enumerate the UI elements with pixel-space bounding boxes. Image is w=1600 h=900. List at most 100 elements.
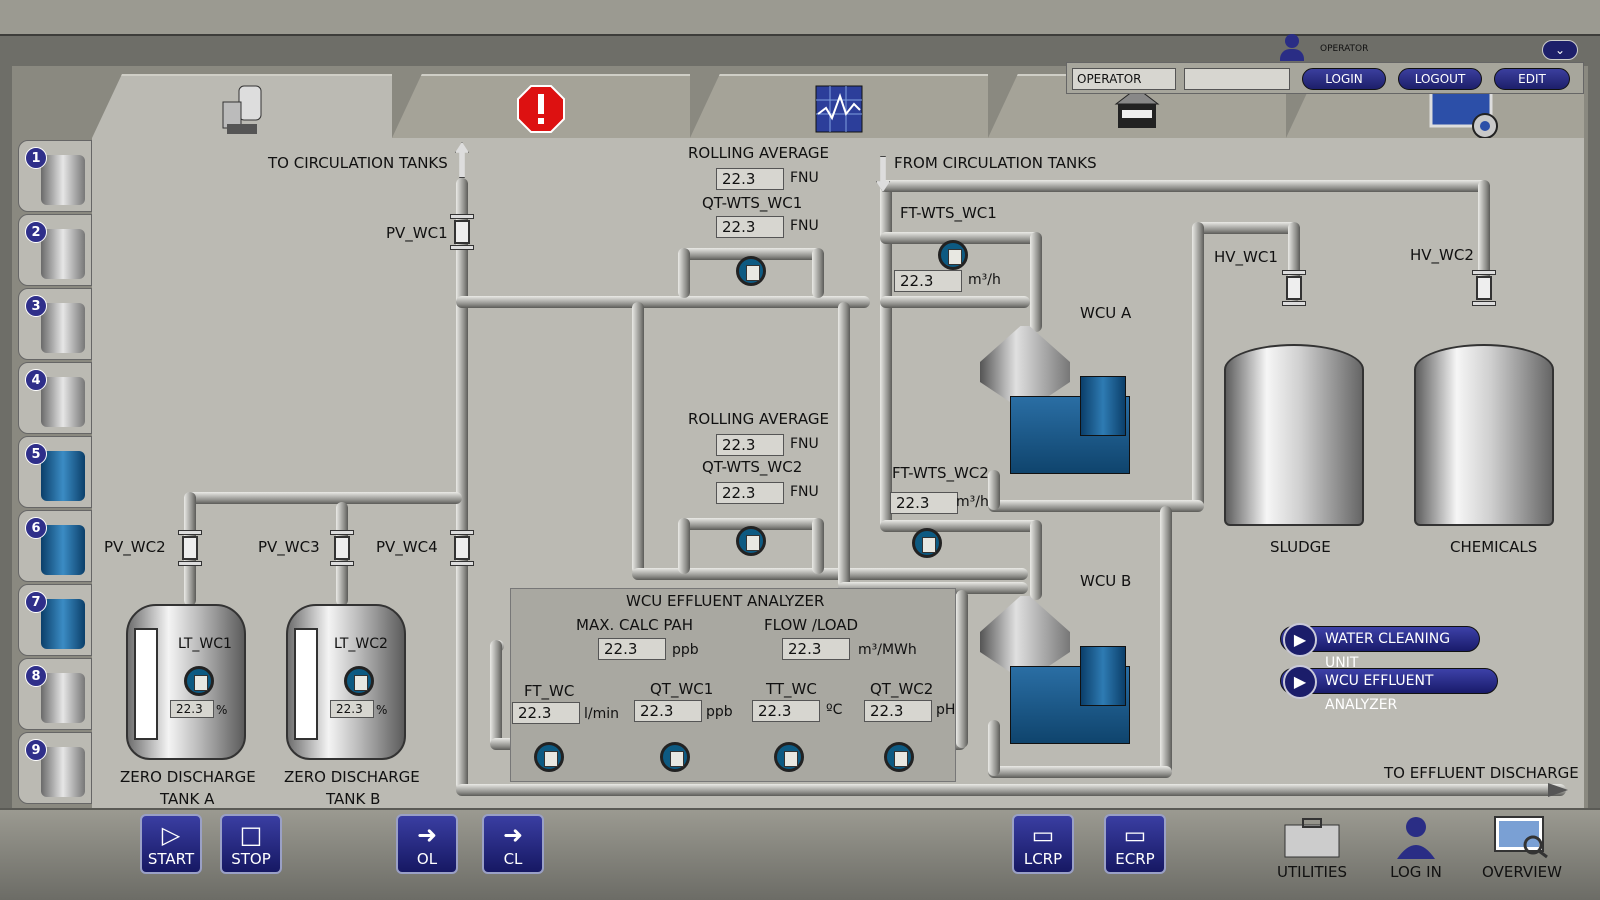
pipe: [838, 302, 850, 588]
to-circulation-label: TO CIRCULATION TANKS: [268, 154, 448, 172]
lt-wc2-label: LT_WC2: [334, 636, 388, 652]
from-circulation-label: FROM CIRCULATION TANKS: [894, 154, 1097, 172]
hv-wc1-valve-icon[interactable]: [1282, 270, 1306, 306]
water-cleaning-unit-button[interactable]: ▶ WATER CLEANING UNIT: [1280, 623, 1480, 671]
pipe: [456, 296, 870, 308]
cl-button[interactable]: ➜CL: [482, 814, 544, 874]
equipment-icon: [41, 229, 85, 279]
sidebar-item-number: 9: [25, 739, 47, 761]
qt-wc1-sensor-icon[interactable]: [660, 742, 690, 772]
sidebar-item-7[interactable]: 7: [18, 584, 92, 656]
start-button[interactable]: ▷START: [140, 814, 202, 874]
header-menu-toggle[interactable]: ⌄: [1542, 40, 1578, 60]
ft1-value: 22.3: [894, 270, 962, 292]
analyzer-title: WCU EFFLUENT ANALYZER: [626, 592, 825, 610]
user-icon: [1397, 817, 1435, 859]
sidebar-item-5[interactable]: 5: [18, 436, 92, 508]
pv-wc3-valve-icon[interactable]: [330, 530, 354, 566]
log-in-label: LOG IN: [1390, 863, 1442, 881]
start-label: START: [147, 850, 195, 868]
pv-wc4-valve-icon[interactable]: [450, 530, 474, 566]
sidebar-item-9[interactable]: 9: [18, 732, 92, 804]
pipe: [880, 520, 1040, 532]
equipment-icon: [41, 303, 85, 353]
user-label: OPERATOR: [1320, 44, 1369, 54]
stop-label: STOP: [231, 850, 271, 868]
login-button[interactable]: LOGIN: [1302, 68, 1386, 90]
lcrp-button[interactable]: ▭LCRP: [1012, 814, 1074, 874]
log-in-button[interactable]: LOG IN: [1366, 815, 1466, 885]
chemicals-tank[interactable]: [1414, 344, 1554, 526]
sidebar-item-8[interactable]: 8: [18, 658, 92, 730]
sidebar-item-1[interactable]: 1: [18, 140, 92, 212]
tab-process[interactable]: [92, 74, 392, 138]
qt-wc2-sensor-icon[interactable]: [884, 742, 914, 772]
tab-trends[interactable]: [690, 74, 988, 138]
pipe: [956, 590, 968, 748]
ft2-sensor-icon[interactable]: [912, 528, 942, 558]
ft-wc-sensor-icon[interactable]: [534, 742, 564, 772]
pv-wc1-label: PV_WC1: [386, 224, 448, 242]
pipe: [1030, 520, 1042, 600]
hv-wc2-valve-icon[interactable]: [1472, 270, 1496, 306]
top-bar: [0, 0, 1600, 36]
ecrp-button[interactable]: ▭ECRP: [1104, 814, 1166, 874]
pv-wc2-valve-icon[interactable]: [178, 530, 202, 566]
pipe: [632, 302, 644, 574]
wcu-b-separator[interactable]: [980, 596, 1130, 756]
sidebar-item-3[interactable]: 3: [18, 288, 92, 360]
ft1-sensor-icon[interactable]: [938, 240, 968, 270]
chevron-down-icon: ⌄: [1554, 43, 1566, 57]
ol-button[interactable]: ➜OL: [396, 814, 458, 874]
pipe: [678, 248, 822, 260]
equipment-icon: [41, 599, 85, 649]
ft2-value: 22.3: [890, 492, 958, 514]
pv-wc4-label: PV_WC4: [376, 538, 438, 556]
tank-a-label: TANK A: [160, 790, 215, 808]
overview-button[interactable]: OVERVIEW: [1472, 815, 1572, 885]
tt-wc-sensor-icon[interactable]: [774, 742, 804, 772]
pah-value: 22.3: [598, 638, 666, 660]
qt2-sensor-icon[interactable]: [736, 526, 766, 556]
sidebar-item-6[interactable]: 6: [18, 510, 92, 582]
sidebar-item-2[interactable]: 2: [18, 214, 92, 286]
qt1-sensor-icon[interactable]: [736, 256, 766, 286]
qt-wc1-unit: ppb: [706, 704, 733, 720]
lt-wc1-unit: %: [216, 703, 228, 717]
pipe: [678, 248, 690, 298]
utilities-button[interactable]: UTILITIES: [1262, 815, 1362, 885]
pv-wc1-valve-icon[interactable]: [450, 214, 474, 250]
logout-button[interactable]: LOGOUT: [1398, 68, 1482, 90]
password-field[interactable]: [1184, 68, 1290, 90]
ft1-name: FT-WTS_WC1: [900, 204, 997, 222]
pipe: [812, 518, 824, 574]
stop-button[interactable]: □STOP: [220, 814, 282, 874]
wcu-effluent-analyzer-button[interactable]: ▶ WCU EFFLUENT ANALYZER: [1280, 665, 1498, 713]
tab-alarms[interactable]: [392, 74, 690, 138]
pipe: [456, 178, 468, 790]
utilities-label: UTILITIES: [1277, 863, 1347, 881]
flow-load-unit: m³/MWh: [858, 642, 917, 658]
sidebar-item-number: 2: [25, 221, 47, 243]
lt-wc2-sensor-icon[interactable]: [344, 666, 374, 696]
wcu-a-separator[interactable]: [980, 326, 1130, 486]
ft-wc-label: FT_WC: [524, 682, 575, 700]
qt-wc1-label: QT_WC1: [650, 680, 714, 698]
qt2-rolling-average-label: ROLLING AVERAGE: [688, 410, 829, 428]
lt-wc1-sensor-icon[interactable]: [184, 666, 214, 696]
tank-b-label: ZERO DISCHARGE: [284, 768, 420, 786]
sludge-tank[interactable]: [1224, 344, 1364, 526]
qt2-rolling-average-unit: FNU: [790, 436, 819, 452]
qt1-rolling-average-unit: FNU: [790, 170, 819, 186]
hv-wc2-label: HV_WC2: [1410, 246, 1474, 264]
equipment-icon: [41, 155, 85, 205]
flow-load-value: 22.3: [782, 638, 850, 660]
qt-wc2-unit: pH: [936, 702, 956, 718]
edit-button[interactable]: EDIT: [1494, 68, 1570, 90]
pipe: [812, 248, 824, 298]
ft1-unit: m³/h: [968, 272, 1001, 288]
qt-wc2-label: QT_WC2: [870, 680, 934, 698]
username-field[interactable]: OPERATOR: [1072, 68, 1176, 90]
sidebar-item-4[interactable]: 4: [18, 362, 92, 434]
qt1-name: QT-WTS_WC1: [702, 194, 803, 212]
